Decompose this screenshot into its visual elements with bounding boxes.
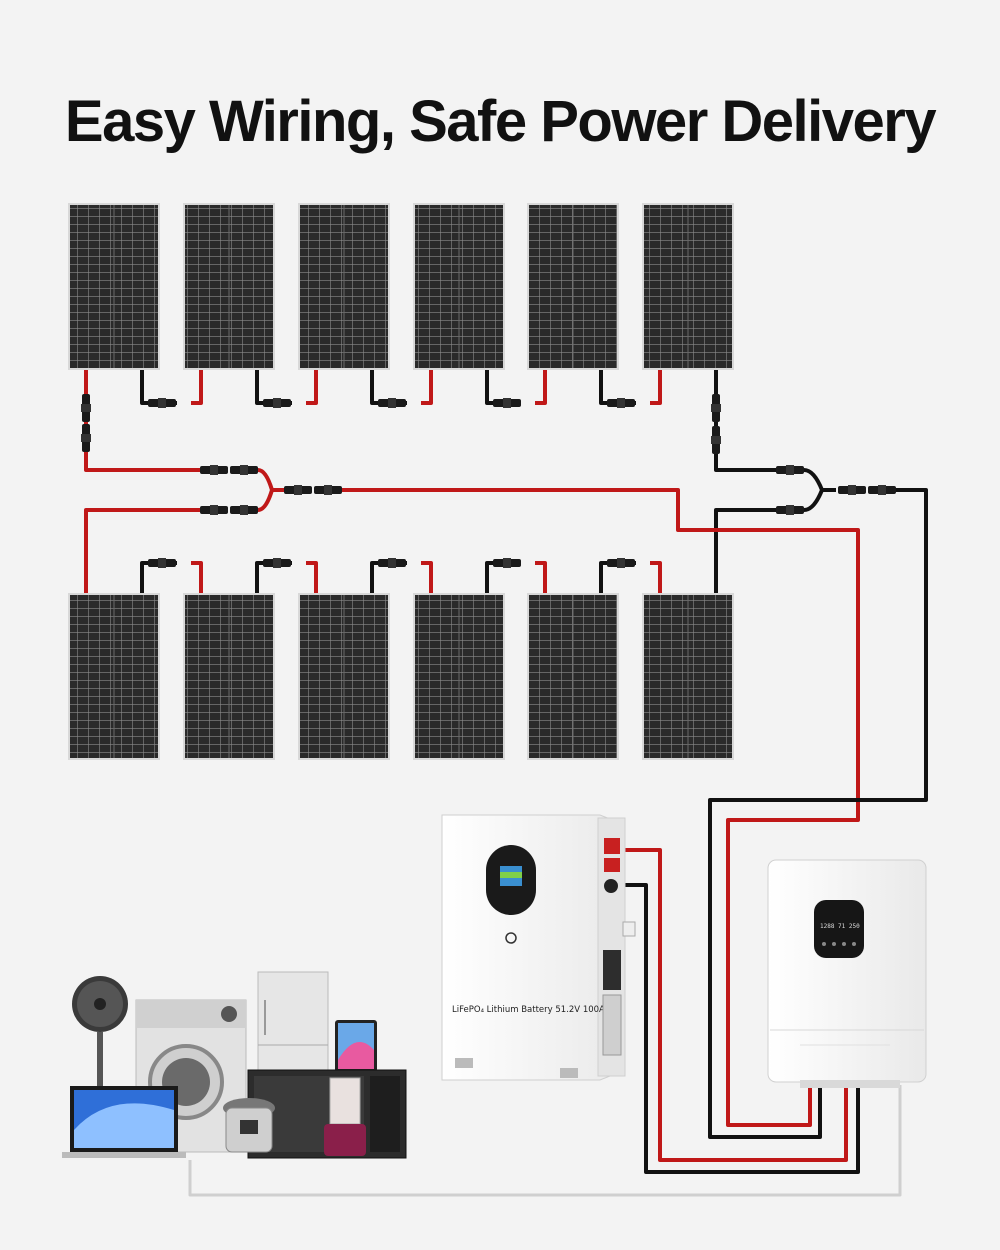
tablet-icon: [335, 1020, 377, 1072]
mc4-connector-icon: [711, 394, 721, 422]
solar-panel-icon: [68, 203, 160, 370]
mc4-connector-icon: [200, 505, 228, 515]
mc4-connector-icon: [81, 394, 91, 422]
mc4-connector-icon: [776, 465, 804, 475]
blender-icon: [324, 1077, 366, 1156]
connectors: [81, 394, 896, 568]
mc4-connector-icon: [230, 505, 258, 515]
mc4-connector-icon: [607, 398, 635, 408]
battery-label: LiFePO₄ Lithium Battery 51.2V 100Ah: [452, 1005, 610, 1015]
solar-panel-icon: [298, 593, 390, 760]
fan-icon: [72, 976, 128, 1092]
mc4-connector-icon: [148, 558, 176, 568]
inverter: 1288 71 250: [767, 859, 927, 1088]
pressure-cooker-icon: [223, 1098, 275, 1153]
appliances: [62, 971, 407, 1159]
mc4-connector-icon: [868, 485, 896, 495]
mc4-connector-icon: [81, 424, 91, 452]
solar-panel-icon: [298, 203, 390, 370]
solar-panel-icon: [183, 203, 275, 370]
wires: [84, 370, 928, 1197]
power-button-icon: [505, 932, 517, 944]
refrigerator-icon: [257, 971, 329, 1073]
solar-panel-icon: [642, 203, 734, 370]
solar-panel-icon: [413, 593, 505, 760]
mc4-connector-icon: [776, 505, 804, 515]
solar-panel-icon: [527, 593, 619, 760]
mc4-connector-icon: [314, 485, 342, 495]
laptop-icon: [62, 1086, 186, 1158]
mc4-connector-icon: [378, 558, 406, 568]
mc4-connector-icon: [230, 465, 258, 475]
solar-panel-icon: [68, 593, 160, 760]
battery: LiFePO₄ Lithium Battery 51.2V 100Ah: [441, 814, 636, 1081]
mc4-connector-icon: [493, 558, 521, 568]
solar-panel-array: [68, 203, 734, 760]
inverter-display-icon: [814, 900, 864, 958]
mc4-connector-icon: [148, 398, 176, 408]
solar-panel-icon: [642, 593, 734, 760]
mc4-connector-icon: [263, 558, 291, 568]
mc4-connector-icon: [284, 485, 312, 495]
mc4-connector-icon: [493, 398, 521, 408]
inverter-display-text: 1288 71 250: [820, 923, 860, 930]
mc4-connector-icon: [838, 485, 866, 495]
solar-panel-icon: [527, 203, 619, 370]
mc4-connector-icon: [200, 465, 228, 475]
mc4-connector-icon: [263, 398, 291, 408]
mc4-connector-icon: [607, 558, 635, 568]
solar-panel-icon: [413, 203, 505, 370]
mc4-connector-icon: [711, 426, 721, 454]
solar-panel-icon: [183, 593, 275, 760]
page-title: Easy Wiring, Safe Power Delivery: [64, 89, 937, 154]
mc4-connector-icon: [378, 398, 406, 408]
